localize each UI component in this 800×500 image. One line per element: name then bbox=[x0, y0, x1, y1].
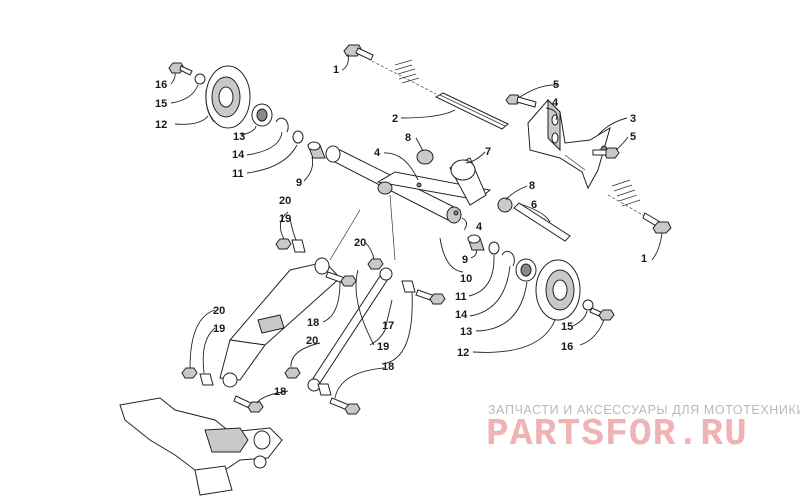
callout-12-left: 12 bbox=[155, 119, 167, 131]
spacer-part-9-right bbox=[467, 234, 485, 251]
spacer-part-11-left bbox=[292, 130, 304, 144]
callout-8-top: 8 bbox=[405, 132, 411, 144]
spacer-part-9-left bbox=[307, 141, 326, 159]
idler-wheel-part-12-left bbox=[205, 65, 251, 129]
bolt-part-18-shock-bottom bbox=[233, 395, 264, 413]
callout-2: 2 bbox=[392, 113, 398, 125]
crossed-lines-marker-upper bbox=[394, 59, 420, 84]
callout-20-top: 20 bbox=[279, 195, 291, 207]
lower-frame-fragment bbox=[119, 397, 283, 496]
washer-part-15-right bbox=[582, 299, 594, 311]
bolt-part-1-upper bbox=[343, 44, 374, 61]
bushing-part-19-link-bottom bbox=[317, 383, 332, 396]
callout-4-lower: 4 bbox=[476, 221, 483, 233]
nut-part-20-link-top bbox=[367, 258, 384, 270]
pivot-tube-part-10 bbox=[325, 145, 492, 224]
callout-18-bottom: 18 bbox=[274, 386, 286, 398]
watermark-logo: PARTSFOR.RU bbox=[486, 413, 748, 456]
callout-14-left: 14 bbox=[232, 149, 245, 161]
callout-7: 7 bbox=[485, 146, 491, 158]
callout-3: 3 bbox=[630, 113, 636, 125]
callout-1-top: 1 bbox=[333, 64, 339, 76]
callout-5-top: 5 bbox=[553, 79, 559, 91]
callout-14-right: 14 bbox=[455, 309, 468, 321]
callout-16-right: 16 bbox=[561, 341, 573, 353]
bolt-part-16-right bbox=[589, 307, 615, 321]
bolt-part-16-left bbox=[168, 62, 193, 76]
bearing-part-13-left bbox=[251, 103, 273, 127]
bushing-part-19-shock-bottom bbox=[199, 373, 214, 386]
callout-17: 17 bbox=[382, 320, 394, 332]
bolt-part-18-shock-top bbox=[325, 271, 357, 287]
callout-8-right: 8 bbox=[529, 180, 535, 192]
callout-15-left: 15 bbox=[155, 98, 167, 110]
callout-15-right: 15 bbox=[561, 321, 573, 333]
shock-absorber bbox=[219, 257, 341, 388]
rod-part-6 bbox=[513, 202, 571, 242]
snap-ring-part-14-left bbox=[275, 117, 289, 133]
callout-10: 10 bbox=[460, 273, 472, 285]
bolt-part-5-right bbox=[592, 147, 620, 159]
bolt-part-18-link-top bbox=[415, 289, 446, 305]
callout-19-link: 19 bbox=[377, 341, 389, 353]
bushing-part-8-top bbox=[416, 149, 434, 165]
bearing-part-13-right bbox=[515, 258, 537, 282]
main-shaft-part-2 bbox=[371, 60, 509, 130]
callout-13-left: 13 bbox=[233, 131, 245, 143]
idler-wheel-part-12-right bbox=[535, 259, 581, 321]
nut-part-20-shock-bottom bbox=[181, 367, 198, 379]
washer-part-15-left bbox=[194, 73, 206, 85]
callout-labels: 1 2 3 4 4 4 5 5 6 7 8 8 9 9 10 11 11 12 … bbox=[155, 64, 647, 398]
bushing-part-8-right bbox=[497, 197, 513, 213]
callout-19-top: 19 bbox=[279, 213, 291, 225]
nut-part-20-link-bottom bbox=[284, 367, 301, 379]
watermark-tagline: ЗАПЧАСТИ И АКСЕССУАРЫ ДЛЯ МОТОТЕХНИКИ bbox=[488, 403, 800, 417]
callout-18-shock: 18 bbox=[307, 317, 319, 329]
bolt-part-18-link-bottom bbox=[329, 397, 361, 415]
callout-9-right: 9 bbox=[462, 254, 468, 266]
callout-11-right: 11 bbox=[455, 291, 467, 303]
bolt-part-1-lower bbox=[642, 212, 672, 234]
callout-11-left: 11 bbox=[232, 168, 244, 180]
callout-18-link: 18 bbox=[382, 361, 394, 373]
callout-5-right: 5 bbox=[630, 131, 636, 143]
callout-20-bottom: 20 bbox=[306, 335, 318, 347]
callout-4-right: 4 bbox=[552, 97, 559, 109]
snap-ring-part-14-right bbox=[501, 250, 515, 267]
callout-6: 6 bbox=[531, 199, 537, 211]
callout-20-left: 20 bbox=[213, 305, 225, 317]
bushing-part-19-shock-top bbox=[291, 239, 306, 253]
callout-1-bottom: 1 bbox=[641, 253, 647, 265]
bushing-part-19-link-top bbox=[401, 280, 416, 293]
callout-9-left: 9 bbox=[296, 177, 302, 189]
callout-13-right: 13 bbox=[460, 326, 472, 338]
nut-part-20-shock-top bbox=[275, 238, 292, 250]
callout-4-left: 4 bbox=[374, 147, 381, 159]
callout-12-right: 12 bbox=[457, 347, 469, 359]
bracket-part-3 bbox=[527, 98, 611, 190]
callout-19-left: 19 bbox=[213, 323, 225, 335]
spacer-part-11-right bbox=[488, 241, 500, 255]
callout-20-link: 20 bbox=[354, 237, 366, 249]
crossed-lines-marker-right bbox=[611, 179, 641, 207]
leader-lines bbox=[170, 53, 629, 404]
bolt-part-5-top bbox=[505, 94, 537, 108]
link-arm-part-17 bbox=[307, 267, 393, 392]
callout-16-left: 16 bbox=[155, 79, 167, 91]
